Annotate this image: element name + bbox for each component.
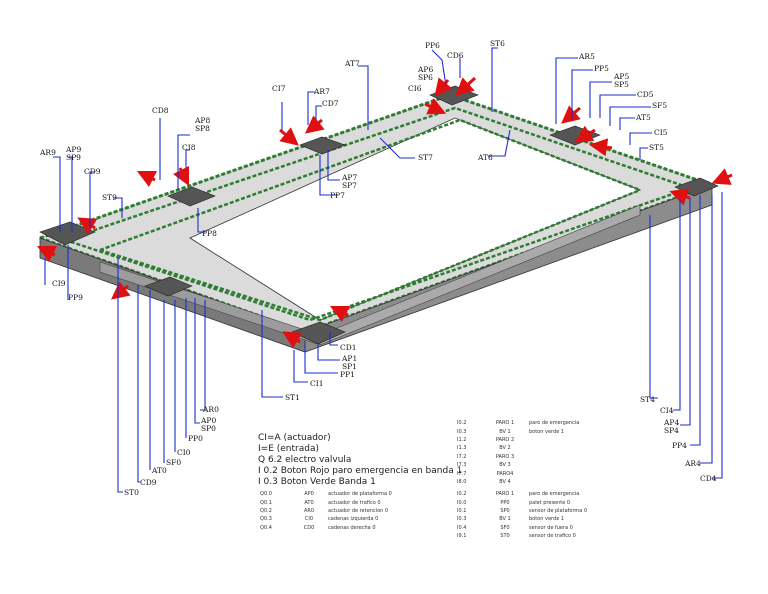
label-ap4: AP4 — [663, 418, 679, 427]
label-st1: ST1 — [285, 393, 300, 402]
label-sf5: SF5 — [652, 101, 667, 110]
label-at5: AT5 — [635, 113, 651, 122]
label-st9: ST9 — [102, 193, 117, 202]
label-cd9-bottom: CD9 — [140, 478, 157, 487]
label-pp5: PP5 — [594, 64, 609, 73]
direction-arrows — [36, 76, 733, 349]
label-ar5: AR5 — [578, 52, 595, 61]
label-pp8: PP8 — [202, 229, 217, 238]
label-pp4: PP4 — [672, 441, 687, 450]
label-ci7: CI7 — [272, 84, 286, 93]
label-st7: ST7 — [418, 153, 433, 162]
label-sp1: SP1 — [342, 362, 357, 371]
label-sp7: SP7 — [342, 181, 357, 190]
label-sp0: SP0 — [201, 424, 216, 433]
label-ci9: CI9 — [52, 279, 66, 288]
legend-line-1: CI=A (actuador) — [258, 433, 331, 443]
label-ci4: CI4 — [660, 406, 674, 415]
label-ap0: AP0 — [200, 416, 216, 425]
label-cd7: CD7 — [322, 99, 339, 108]
label-ci6: CI6 — [408, 84, 422, 93]
label-pp7: PP7 — [330, 191, 345, 200]
leader-lines — [44, 47, 723, 493]
conveyor-loop — [38, 85, 719, 353]
label-ar0: AR0 — [202, 405, 219, 414]
label-ap1: AP1 — [341, 354, 357, 363]
component-labels: PP6 CD6 ST6 AR5 PP5 AP5 SP5 CD5 SF5 AT5 … — [39, 39, 717, 497]
label-ap8: AP8 — [194, 116, 210, 125]
label-sp4: SP4 — [664, 426, 679, 435]
label-at6: AT6 — [477, 153, 493, 162]
label-cd6: CD6 — [447, 51, 464, 60]
label-ar7: AR7 — [313, 87, 330, 96]
label-ap9: AP9 — [65, 145, 81, 154]
legend-line-2: I=E (entrada) — [258, 444, 319, 454]
label-sp5: SP5 — [614, 80, 629, 89]
label-pp6: PP6 — [425, 41, 440, 50]
label-ci1: CI1 — [310, 379, 323, 388]
label-pp0: PP0 — [188, 434, 203, 443]
label-at7: AT7 — [344, 59, 360, 68]
label-ap7: AP7 — [341, 173, 357, 182]
legend-line-3: Q 6.2 electro valvula — [258, 455, 352, 465]
label-sp9: SP9 — [66, 153, 81, 162]
legend-line-5: I 0.3 Boton Verde Banda 1 — [258, 477, 376, 487]
label-cd1: CD1 — [340, 343, 357, 352]
label-sp8: SP8 — [195, 124, 210, 133]
legend-line-4: I 0.2 Boton Rojo paro emergencia en band… — [258, 466, 463, 476]
label-cd5: CD5 — [637, 90, 654, 99]
label-ar9: AR9 — [39, 148, 56, 157]
label-ci8: CI8 — [182, 143, 196, 152]
label-at0: AT0 — [151, 466, 167, 475]
label-st6: ST6 — [490, 39, 505, 48]
label-sf0: SF0 — [166, 458, 181, 467]
label-st4: ST4 — [640, 395, 655, 404]
label-ci5: CI5 — [654, 128, 668, 137]
label-ci0: CI0 — [177, 448, 191, 457]
label-ap5: AP5 — [613, 72, 629, 81]
label-cd4: CD4 — [700, 474, 717, 483]
label-pp1: PP1 — [340, 370, 355, 379]
label-st5: ST5 — [649, 143, 664, 152]
label-ar4: AR4 — [684, 459, 701, 468]
label-pp9: PP9 — [68, 293, 83, 302]
label-sp6: SP6 — [418, 73, 433, 82]
label-ap6: AP6 — [417, 65, 433, 74]
label-cd9-top: CD9 — [84, 167, 101, 176]
label-st0: ST0 — [124, 488, 139, 497]
label-cd8: CD8 — [152, 106, 169, 115]
legend: CI=A (actuador) I=E (entrada) Q 6.2 elec… — [258, 433, 462, 488]
